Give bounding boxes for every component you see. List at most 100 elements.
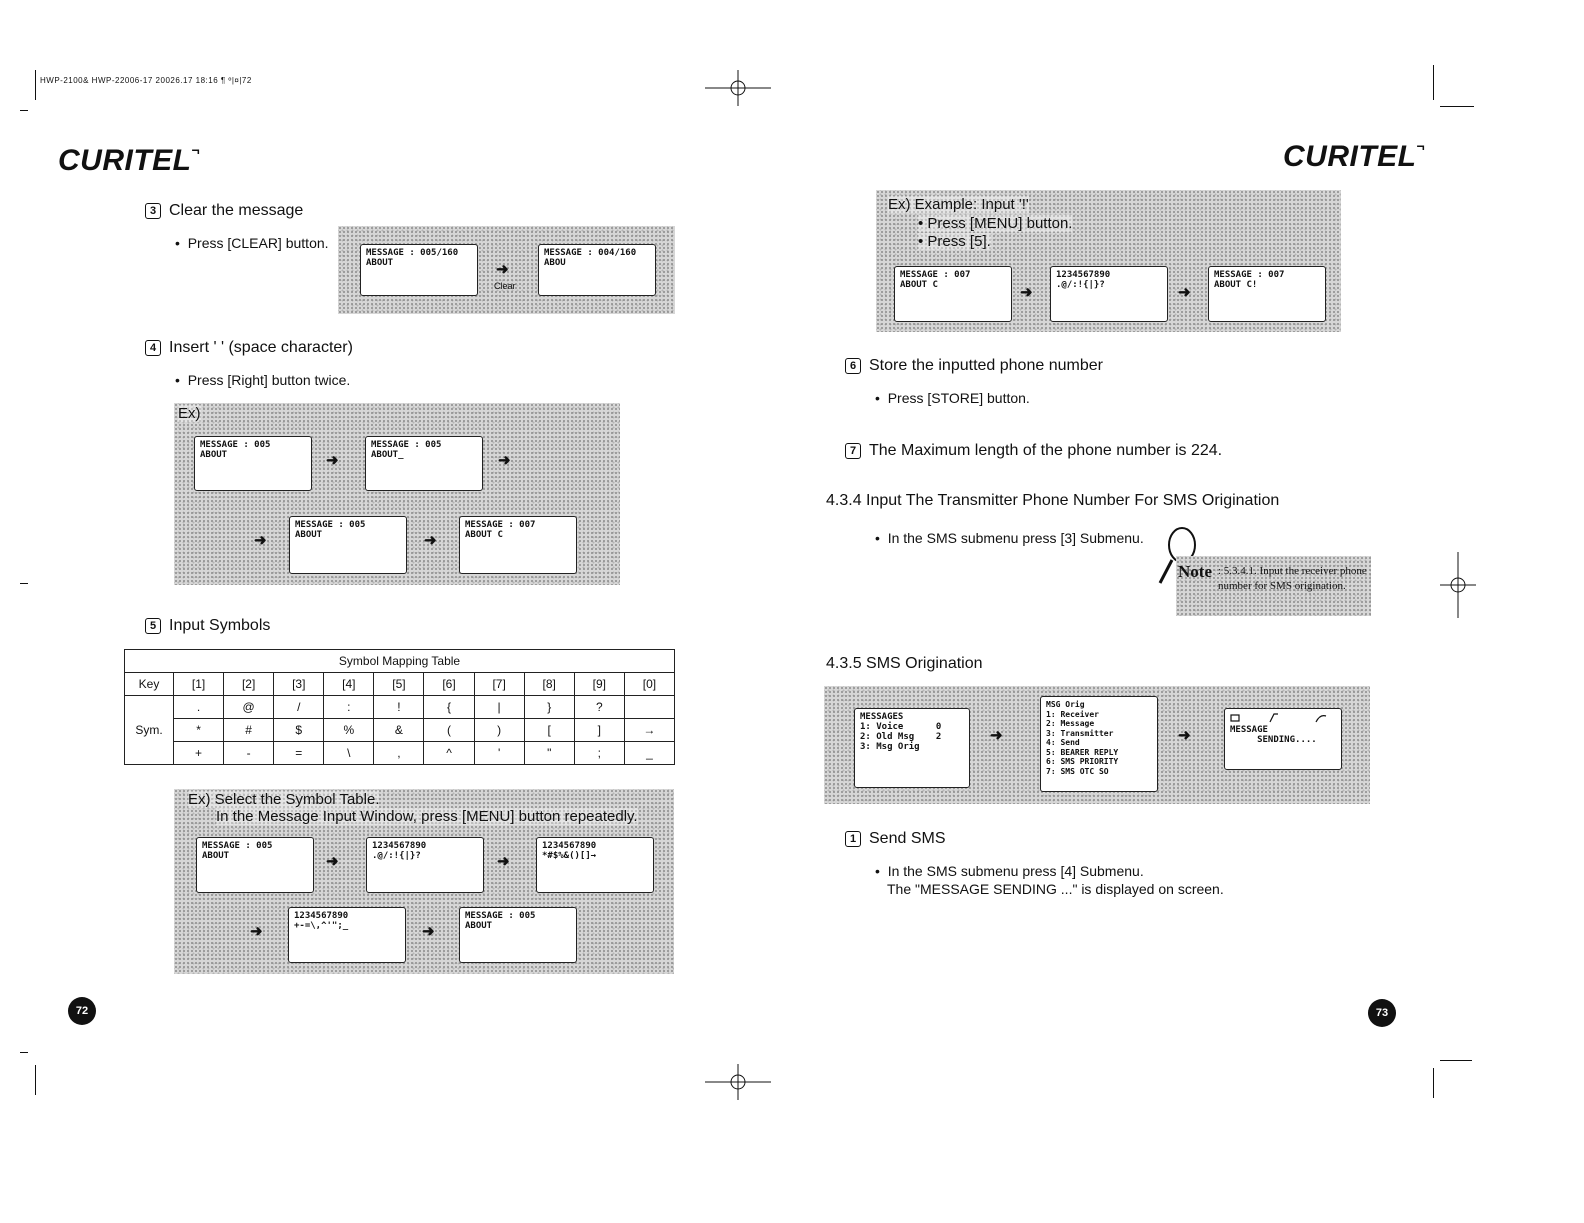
table-cell: ( — [423, 718, 475, 742]
section-1-note: The "MESSAGE SENDING ..." is displayed o… — [887, 881, 1224, 897]
crop-mark — [20, 583, 28, 584]
table-cell: Key — [124, 672, 174, 696]
table-cell: % — [323, 718, 375, 742]
registration-mark-right — [1440, 552, 1476, 618]
table-cell: # — [223, 718, 275, 742]
space-example-panel: Ex) MESSAGE : 005 ABOUT ➜ MESSAGE : 005 … — [174, 403, 620, 585]
status-icons — [1230, 713, 1327, 723]
lcd-screen: MESSAGE : 005/160 ABOUT — [360, 244, 478, 296]
example-subtitle: In the Message Input Window, press [MENU… — [216, 808, 638, 825]
table-cell: * — [172, 718, 225, 742]
registration-mark-top — [705, 70, 771, 106]
table-cell: [3] — [273, 672, 325, 696]
table-cell: → — [623, 718, 676, 742]
table-cell: [8] — [523, 672, 575, 696]
arrow-icon: ➜ — [250, 923, 263, 940]
table-cell: - — [223, 741, 275, 765]
arrow-label: Clear — [494, 281, 516, 291]
table-cell: + — [172, 741, 225, 765]
section-3-bullet: • Press [CLEAR] button. — [175, 235, 329, 251]
table-cell: [2] — [223, 672, 275, 696]
arrow-icon: ➜ — [498, 452, 511, 469]
example-step: • Press [MENU] button. — [918, 215, 1073, 232]
page-number-left: 72 — [68, 997, 96, 1025]
table-cell: . — [172, 695, 225, 719]
section-434-bullet: • In the SMS submenu press [3] Submenu. — [875, 530, 1144, 546]
table-cell — [623, 695, 676, 719]
crop-mark — [35, 1065, 36, 1095]
crop-mark — [1433, 1068, 1434, 1098]
table-title: Symbol Mapping Table — [124, 649, 675, 673]
example-title: Ex) Select the Symbol Table. — [188, 791, 380, 808]
table-row: Sym. . @ / : ! { | } ? — [124, 695, 676, 765]
table-cell: ? — [573, 695, 625, 719]
lcd-screen: 1234567890 +-=\,^'";_ — [288, 907, 406, 963]
page-number-right: 73 — [1368, 999, 1396, 1027]
arrow-icon: ➜ — [496, 261, 509, 278]
arrow-icon: ➜ — [1020, 284, 1033, 301]
arrow-icon: ➜ — [326, 452, 339, 469]
note-box: Note : 5.3.4.1. Input the receiver phone… — [1176, 556, 1371, 616]
brand-logo-right: CURITEL¬ — [1283, 138, 1426, 173]
table-cell: ^ — [423, 741, 475, 765]
table-cell: ] — [573, 718, 625, 742]
table-cell: : — [323, 695, 375, 719]
lcd-screen: 1234567890 .@/:!{|}? — [1050, 266, 1168, 322]
crop-mark — [1440, 106, 1474, 107]
table-row: * # $ % & ( ) [ ] → — [125, 718, 676, 742]
print-slug: HWP-2100& HWP-22006-17 20026.17 18:16 ¶ … — [40, 76, 252, 85]
lcd-screen: MESSAGE : 005 ABOUT — [194, 436, 312, 491]
table-cell: / — [273, 695, 325, 719]
table-cell: ) — [473, 718, 525, 742]
table-cell: , — [373, 741, 425, 765]
arrow-icon: ➜ — [497, 853, 510, 870]
lcd-screen: MESSAGE : 004/160 ABOU — [538, 244, 656, 296]
registration-mark-bottom — [705, 1064, 771, 1100]
table-cell: [7] — [473, 672, 525, 696]
table-cell: [9] — [573, 672, 625, 696]
table-cell: \ — [323, 741, 375, 765]
table-cell: ! — [373, 695, 425, 719]
crop-mark — [20, 1052, 28, 1053]
lcd-screen: MESSAGE : 007 ABOUT C — [894, 266, 1012, 322]
table-cell: [ — [523, 718, 575, 742]
arrow-icon: ➜ — [1178, 284, 1191, 301]
lcd-screen: MESSAGE : 005 ABOUT_ — [365, 436, 483, 491]
note-label: Note — [1178, 562, 1212, 581]
table-cell: | — [473, 695, 525, 719]
lcd-screen: MESSAGES 1: Voice 0 2: Old Msg 2 3: Msg … — [854, 708, 970, 788]
arrow-icon: ➜ — [254, 532, 267, 549]
section-4-bullet: • Press [Right] button twice. — [175, 372, 351, 388]
lcd-screen: MESSAGE : 007 ABOUT C — [459, 516, 577, 574]
lcd-screen: MESSAGE SENDING.... — [1224, 708, 1342, 770]
table-cell: [1] — [172, 672, 225, 696]
symbol-mapping-table: Symbol Mapping Table Key [1] [2] [3] [4]… — [124, 649, 676, 765]
lcd-screen: 1234567890 *#$%&()[]→ — [536, 837, 654, 893]
table-cell: [6] — [423, 672, 475, 696]
section-6-bullet: • Press [STORE] button. — [875, 390, 1030, 406]
example-title: Ex) Example: Input '!' — [888, 196, 1029, 213]
crop-mark — [1440, 1060, 1472, 1061]
table-cell: " — [523, 741, 575, 765]
table-cell: ' — [473, 741, 525, 765]
table-cell: = — [273, 741, 325, 765]
lcd-screen: 1234567890 .@/:!{|}? — [366, 837, 484, 893]
input-symbol-example-panel: Ex) Example: Input '!' • Press [MENU] bu… — [876, 190, 1341, 332]
table-cell: @ — [223, 695, 275, 719]
section-1-bullet: • In the SMS submenu press [4] Submenu. — [875, 863, 1144, 879]
crop-mark — [1433, 65, 1434, 100]
arrow-icon: ➜ — [990, 727, 1003, 744]
table-cell: _ — [623, 741, 676, 765]
crop-mark — [20, 110, 28, 111]
example-step: • Press [5]. — [918, 233, 991, 250]
table-cell: $ — [273, 718, 325, 742]
section-434-heading: 4.3.4 Input The Transmitter Phone Number… — [826, 492, 1280, 509]
clear-example-panel: MESSAGE : 005/160 ABOUT ➜ Clear MESSAGE … — [338, 226, 675, 314]
lcd-screen: MESSAGE : 005 ABOUT — [289, 516, 407, 574]
arrow-icon: ➜ — [1178, 727, 1191, 744]
arrow-icon: ➜ — [424, 532, 437, 549]
table-cell: [0] — [623, 672, 676, 696]
